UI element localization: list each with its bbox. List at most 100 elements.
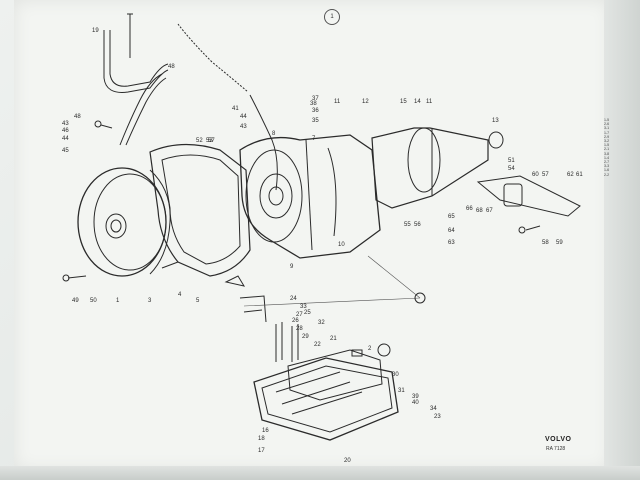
side-code-list: 1-5 2-6 3-1 1-7 2-9 3-2 1-5 2-1 3-8 1-4 …	[604, 118, 614, 177]
part-label: 61	[576, 172, 583, 178]
part-label: 40	[412, 400, 419, 406]
dipstick-tube	[103, 30, 169, 93]
part-label: 28	[296, 326, 303, 332]
side-code: 3-8	[604, 151, 610, 156]
parts-sheet	[14, 0, 610, 470]
part-label: 59	[556, 240, 563, 246]
case-front-flange	[245, 149, 303, 243]
part-label: 44	[240, 114, 247, 120]
side-code: 2-2	[604, 172, 610, 177]
part-label: 34	[430, 406, 437, 412]
part-label: 32	[318, 320, 325, 326]
part-label: 68	[476, 208, 483, 214]
part-label: 13	[492, 118, 499, 124]
page-number: 1	[324, 9, 340, 25]
part-label: 19	[92, 28, 99, 34]
side-code: 3-2	[604, 139, 610, 144]
part-label: 4	[178, 292, 182, 298]
part-label: 37	[312, 96, 319, 102]
part-label: 5	[196, 298, 200, 304]
monitor-bottom-edge	[0, 466, 640, 480]
oil-pan	[253, 357, 399, 441]
part-label: 8	[272, 131, 276, 137]
part-label: 30	[392, 372, 399, 378]
part-label: 10	[338, 242, 345, 248]
part-label: 1	[116, 298, 120, 304]
part-label: 52	[196, 138, 203, 144]
part-label: 11	[334, 99, 341, 105]
side-code: 1-7	[604, 130, 610, 135]
part-label: 43	[62, 121, 69, 127]
part-label: 41	[232, 106, 239, 112]
part-label: 67	[486, 208, 493, 214]
part-label: 48	[168, 64, 175, 70]
side-code: 1-5	[604, 118, 610, 122]
part-label: 46	[62, 128, 69, 134]
part-label: 39	[412, 394, 419, 400]
part-label: 51	[508, 158, 515, 164]
side-code: 1-6	[604, 168, 610, 173]
kickdown-cable	[177, 23, 249, 93]
part-label: 21	[330, 336, 337, 342]
part-label: 62	[567, 172, 574, 178]
part-label: 27	[296, 312, 303, 318]
part-label: 36	[312, 108, 319, 114]
part-label: 25	[304, 310, 311, 316]
side-code: 1-5	[604, 143, 610, 148]
part-label: 60	[532, 172, 539, 178]
part-label: 55	[404, 222, 411, 228]
part-label: 12	[362, 99, 369, 105]
side-code: 2-6	[604, 122, 610, 127]
part-label: 3	[148, 298, 152, 304]
valve-body	[287, 349, 383, 401]
part-label: 53	[206, 138, 213, 144]
part-label: 56	[414, 222, 421, 228]
part-label: 23	[434, 414, 441, 420]
part-label: 26	[292, 318, 299, 324]
part-label: 44	[62, 136, 69, 142]
part-label: 65	[448, 214, 455, 220]
part-label: 20	[344, 458, 351, 464]
part-label: 49	[72, 298, 79, 304]
drawing-code: RA 7128	[546, 446, 566, 452]
part-label: 48	[74, 114, 81, 120]
side-code: 2-7	[604, 160, 610, 165]
filler-tube	[119, 73, 163, 146]
side-code: 1-4	[604, 155, 610, 160]
part-label: 15	[400, 99, 407, 105]
part-label: 9	[290, 264, 294, 270]
side-code: 3-3	[604, 164, 610, 169]
part-label: 45	[62, 148, 69, 154]
rear-mount-bracket	[476, 175, 581, 217]
part-label: 16	[262, 428, 269, 434]
part-label: 17	[258, 448, 265, 454]
transmission-case	[239, 134, 381, 259]
part-label: 22	[314, 342, 321, 348]
part-label: 66	[466, 206, 473, 212]
converter-housing	[149, 143, 251, 277]
callout-circle	[414, 292, 426, 304]
part-label: 24	[290, 296, 297, 302]
part-label: 11	[426, 99, 433, 105]
part-label: 58	[542, 240, 549, 246]
part-label: 57	[542, 172, 549, 178]
part-label: 2	[368, 346, 372, 352]
part-label: 63	[448, 240, 455, 246]
part-label: 14	[414, 99, 421, 105]
monitor-edge	[604, 0, 640, 480]
part-label: 38	[310, 101, 317, 107]
extension-housing	[371, 127, 489, 209]
part-label: 43	[240, 124, 247, 130]
side-code: 2-1	[604, 147, 610, 152]
part-label: 64	[448, 228, 455, 234]
part-label: 33	[300, 304, 307, 310]
brand-label: VOLVO	[545, 436, 572, 443]
part-label: 29	[302, 334, 309, 340]
part-label: 7	[312, 136, 316, 142]
part-label: 31	[398, 388, 405, 394]
part-label: 57	[208, 138, 215, 144]
part-label: 18	[258, 436, 265, 442]
part-label: 35	[312, 118, 319, 124]
